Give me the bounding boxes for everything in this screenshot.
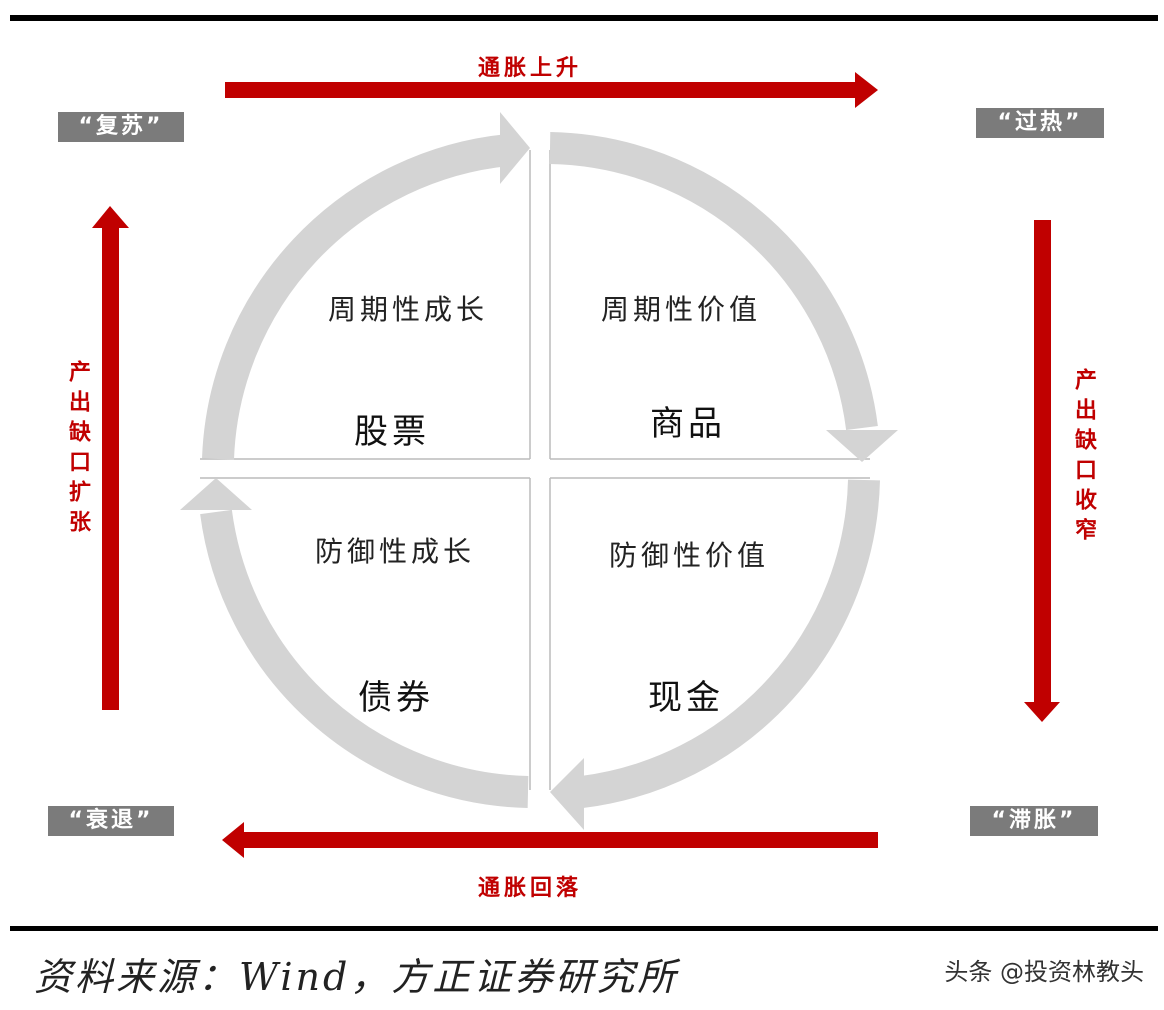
cycle-arc-bottom-right [580,479,880,808]
cycle-arrowhead-top-left [500,112,530,184]
quadrant-top-left-asset: 股票 [354,412,430,452]
quadrant-bottom-right-style: 防御性价值 [608,539,769,572]
arrow-left-shaft [102,226,119,710]
quadrant-bottom-right-asset: 现金 [648,678,724,718]
cycle-arc-top-left [202,134,510,460]
arrow-top-shaft [225,82,861,98]
quadrant-top-left-style: 周期性成长 [327,293,488,326]
phase-stagflation: “滞胀” [970,806,1098,836]
bottom-rule [10,926,1158,931]
quadrant-top-right-style: 周期性价值 [600,293,761,326]
arrow-top-head [855,72,878,108]
top-rule [10,15,1158,21]
phase-recession: “衰退” [48,806,174,836]
cycle-arrowhead-bottom-right [550,758,584,830]
arrow-left-head [92,206,129,228]
quadrant-bottom-left-asset: 债券 [358,678,434,718]
arrow-right-shaft [1034,220,1051,704]
arrow-label-inflation-down: 通胀回落 [477,876,582,901]
arrow-label-output-gap-expand: 产出缺口扩张 [65,360,90,540]
phase-overheat: “过热” [976,108,1104,138]
watermark: 头条 @投资林教头 [944,958,1144,986]
arrow-label-inflation-up: 通胀上升 [477,56,582,81]
cycle-arc-bottom-left [200,509,529,808]
arrow-right-head [1024,702,1060,722]
cycle-arrowhead-top-right [826,430,898,462]
phase-recovery: “复苏” [58,112,184,142]
arrow-label-output-gap-narrow: 产出缺口收窄 [1071,368,1096,548]
cycle-arrowhead-bottom-left [180,478,252,510]
arrow-bottom-shaft [238,832,878,848]
arrow-bottom-head [222,822,244,858]
source-note: 资料来源：Wind，方正证券研究所 [34,955,679,999]
quadrant-bottom-left-style: 防御性成长 [314,535,475,568]
quadrant-top-right-asset: 商品 [650,404,726,444]
cycle-arc-top-right [549,132,878,431]
